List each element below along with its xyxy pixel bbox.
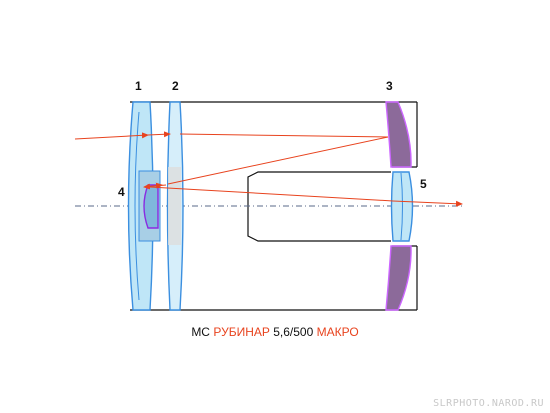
secondary-mount — [168, 167, 181, 245]
primary-mirror-3-upper — [385, 101, 412, 168]
label-element-4: 4 — [118, 185, 125, 199]
baffle-tube — [247, 171, 391, 242]
label-element-1: 1 — [135, 79, 142, 93]
caption-brand: РУБИНАР — [213, 325, 270, 339]
label-element-5: 5 — [420, 177, 427, 191]
lens-element-5-split — [400, 172, 403, 241]
lens-element-5 — [390, 171, 414, 242]
caption-spec: 5,6/500 — [273, 325, 314, 339]
secondary-mirror-4-face — [143, 184, 159, 229]
primary-mirror-3-lower — [385, 245, 412, 311]
label-element-2: 2 — [172, 79, 179, 93]
label-element-3: 3 — [386, 79, 393, 93]
lens-element-1-inner — [134, 111, 140, 301]
watermark: SLRPHOTO.NAROD.RU — [433, 398, 544, 409]
caption-suffix: МАКРО — [316, 325, 359, 339]
caption-prefix: МС — [191, 325, 210, 339]
light-rays — [74, 131, 463, 207]
lens-caption: МС РУБИНАР 5,6/500 МАКРО — [0, 325, 550, 339]
